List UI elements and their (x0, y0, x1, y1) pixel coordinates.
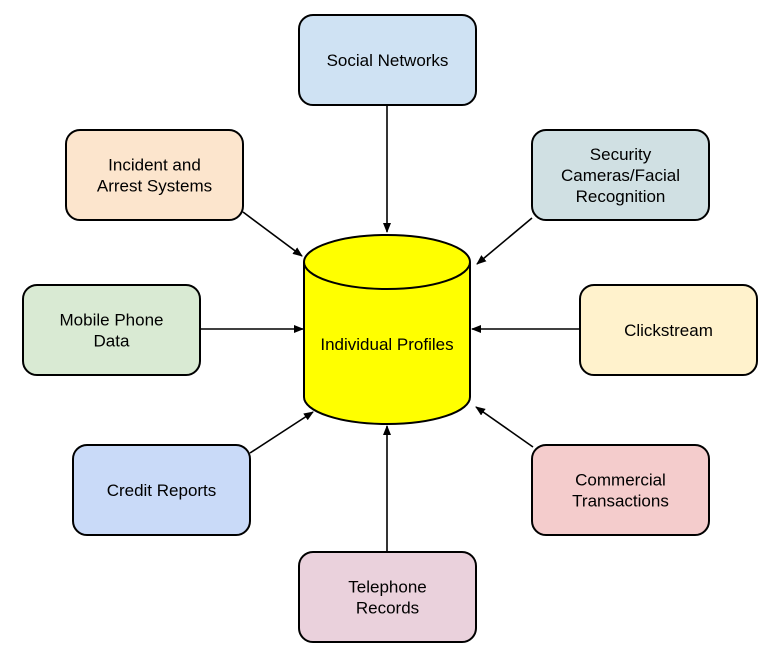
arrow-credit-reports (249, 411, 314, 454)
source-label: Data (94, 332, 130, 351)
arrow-security-cameras (476, 217, 533, 265)
source-label: Clickstream (624, 321, 713, 340)
source-label: Recognition (576, 187, 666, 206)
source-label: Social Networks (327, 51, 449, 70)
source-box-credit-reports: Credit Reports (72, 444, 251, 536)
source-label: Records (356, 599, 419, 618)
source-label: Cameras/Facial (561, 166, 680, 185)
individual-profiles-database: Individual Profiles (303, 234, 471, 425)
source-label: Mobile Phone (60, 311, 164, 330)
source-label: Credit Reports (107, 481, 217, 500)
arrow-incident-arrest (242, 211, 303, 257)
source-label: Commercial (575, 471, 666, 490)
individual-profiles-label: Individual Profiles (320, 335, 453, 354)
source-label: Incident and (108, 156, 201, 175)
source-box-clickstream: Clickstream (579, 284, 758, 376)
source-label: Arrest Systems (97, 177, 212, 196)
source-label: Telephone (348, 578, 426, 597)
source-box-social-networks: Social Networks (298, 14, 477, 106)
source-label: Security (590, 145, 652, 164)
source-label: Transactions (572, 492, 669, 511)
arrow-commercial-transactions (475, 406, 534, 448)
